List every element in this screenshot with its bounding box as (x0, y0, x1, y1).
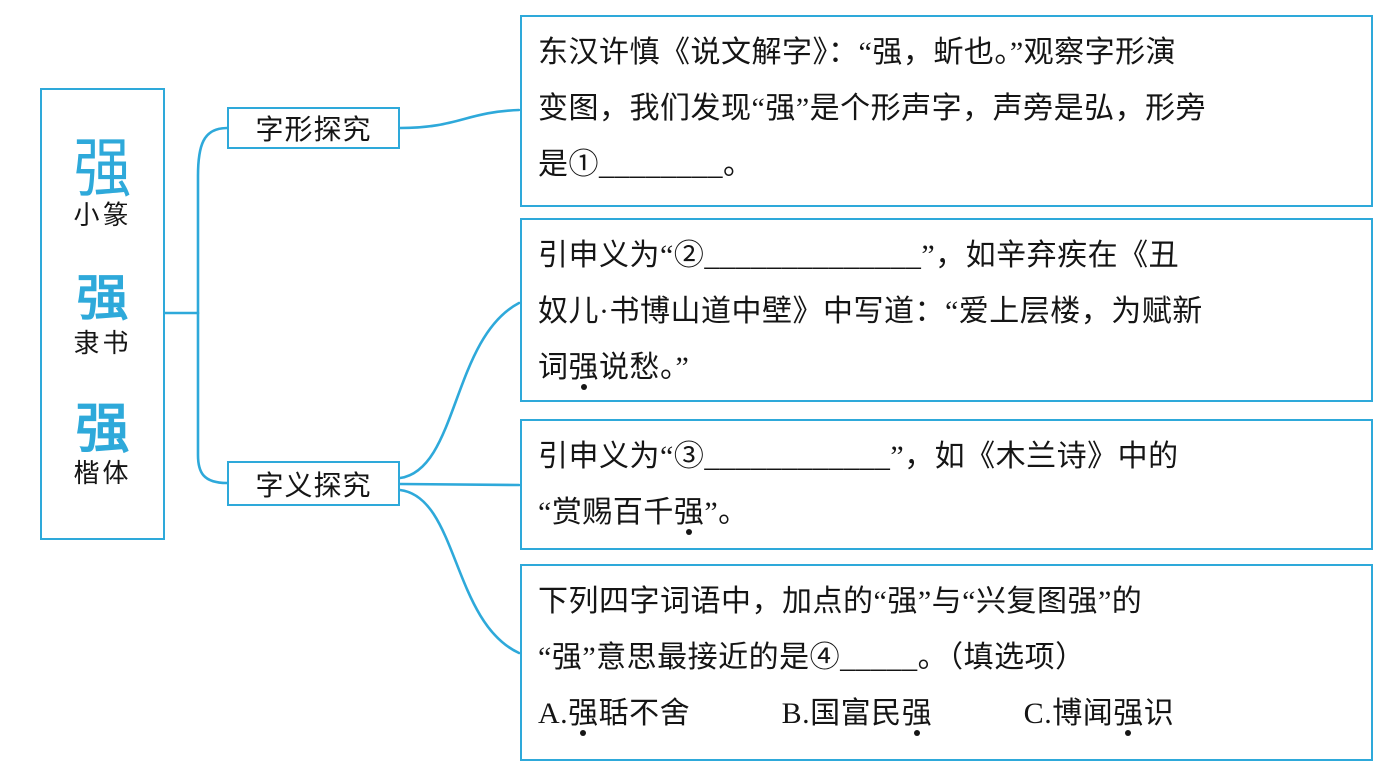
script-samples-panel: 强 小篆 强 隶书 强 楷体 (40, 88, 165, 540)
content-box-extended-meaning-3: 引申义为“③____________”，如《木兰诗》中的 “赏赐百千强”。 (520, 419, 1373, 550)
text-segment: 词 (538, 351, 569, 384)
text-segment: A. (538, 697, 569, 730)
text-line: 变图，我们发现“强”是个形声字，声旁是弘，形旁 (538, 81, 1355, 137)
left-brace-line (196, 126, 229, 485)
text-segment: 说愁。” (599, 351, 690, 384)
form-to-box1-line (398, 108, 521, 130)
text-line: 引申义为“③____________”，如《木兰诗》中的 (538, 429, 1355, 485)
text-line: “赏赐百千强”。 (538, 485, 1355, 541)
text-segment: C.博闻 (932, 697, 1114, 730)
node-character-meaning-label: 字义探究 (255, 470, 372, 502)
text-line: 下列四字词语中，加点的“强”与“兴复图强”的 (538, 574, 1355, 630)
emphasized-char: 强 (568, 697, 599, 730)
content-box-shuowen: 东汉许慎《说文解字》：“强，蚚也。”观察字形演变图，我们发现“强”是个形声字，声… (520, 15, 1373, 207)
text-segment: 识 (1143, 697, 1175, 730)
text-segment: 变图，我们发现“强”是个形声字，声旁是弘，形旁 (538, 92, 1207, 125)
meaning-to-box2-line (398, 301, 521, 480)
meaning-to-box3-line (398, 482, 521, 487)
text-segment: 聒不舍 B.国富民 (598, 697, 902, 730)
text-segment: 引申义为“②______________”，如辛弃疾在《丑 (538, 239, 1180, 272)
script-sample-clerical: 强 隶书 (73, 274, 131, 359)
emphasized-char: 强 (901, 697, 933, 730)
script-label-regular: 楷体 (73, 458, 132, 488)
text-segment: 是①________。 (538, 148, 754, 181)
node-character-form-label: 字形探究 (255, 115, 372, 146)
text-line: 引申义为“②______________”，如辛弃疾在《丑 (538, 228, 1355, 284)
text-segment: ”。 (704, 496, 749, 529)
script-label-clerical: 隶书 (73, 328, 132, 358)
text-line: A.强聒不舍 B.国富民强 C.博闻强识 (538, 686, 1355, 742)
text-segment: “强”意思最接近的是④_____。（填选项） (538, 641, 1086, 674)
text-line: 是①________。 (538, 137, 1355, 193)
meaning-to-box4-line (398, 488, 521, 655)
regular-script-glyph: 强 (75, 398, 130, 459)
script-label-seal: 小篆 (73, 200, 132, 230)
text-segment: 引申义为“③____________”，如《木兰诗》中的 (538, 440, 1179, 473)
text-line: 东汉许慎《说文解字》：“强，蚚也。”观察字形演 (538, 25, 1355, 81)
clerical-script-glyph: 强 (76, 272, 129, 327)
text-segment: “赏赐百千 (538, 496, 674, 529)
script-sample-regular: 强 楷体 (73, 402, 131, 489)
text-line: “强”意思最接近的是④_____。（填选项） (538, 630, 1355, 686)
script-sample-seal: 强 小篆 (73, 136, 132, 231)
text-segment: 奴儿·书博山道中壁》中写道：“爱上层楼，为赋新 (538, 295, 1203, 328)
content-box-multiple-choice: 下列四字词语中，加点的“强”与“兴复图强”的 “强”意思最接近的是④_____。（… (520, 564, 1373, 761)
node-character-form: 字形探究 (227, 107, 400, 149)
node-character-meaning: 字义探究 (227, 461, 400, 506)
text-segment: 东汉许慎《说文解字》：“强，蚚也。”观察字形演 (538, 36, 1177, 69)
emphasized-char: 强 (568, 351, 599, 384)
content-box-extended-meaning-2: 引申义为“②______________”，如辛弃疾在《丑奴儿·书博山道中壁》中… (520, 218, 1373, 402)
text-line: 词强说愁。” (538, 340, 1355, 396)
emphasized-char: 强 (1113, 697, 1144, 730)
emphasized-char: 强 (673, 496, 705, 529)
text-segment: 下列四字词语中，加点的“强”与“兴复图强”的 (538, 585, 1143, 618)
seal-script-glyph: 强 (73, 131, 132, 205)
text-line: 奴儿·书博山道中壁》中写道：“爱上层楼，为赋新 (538, 284, 1355, 340)
